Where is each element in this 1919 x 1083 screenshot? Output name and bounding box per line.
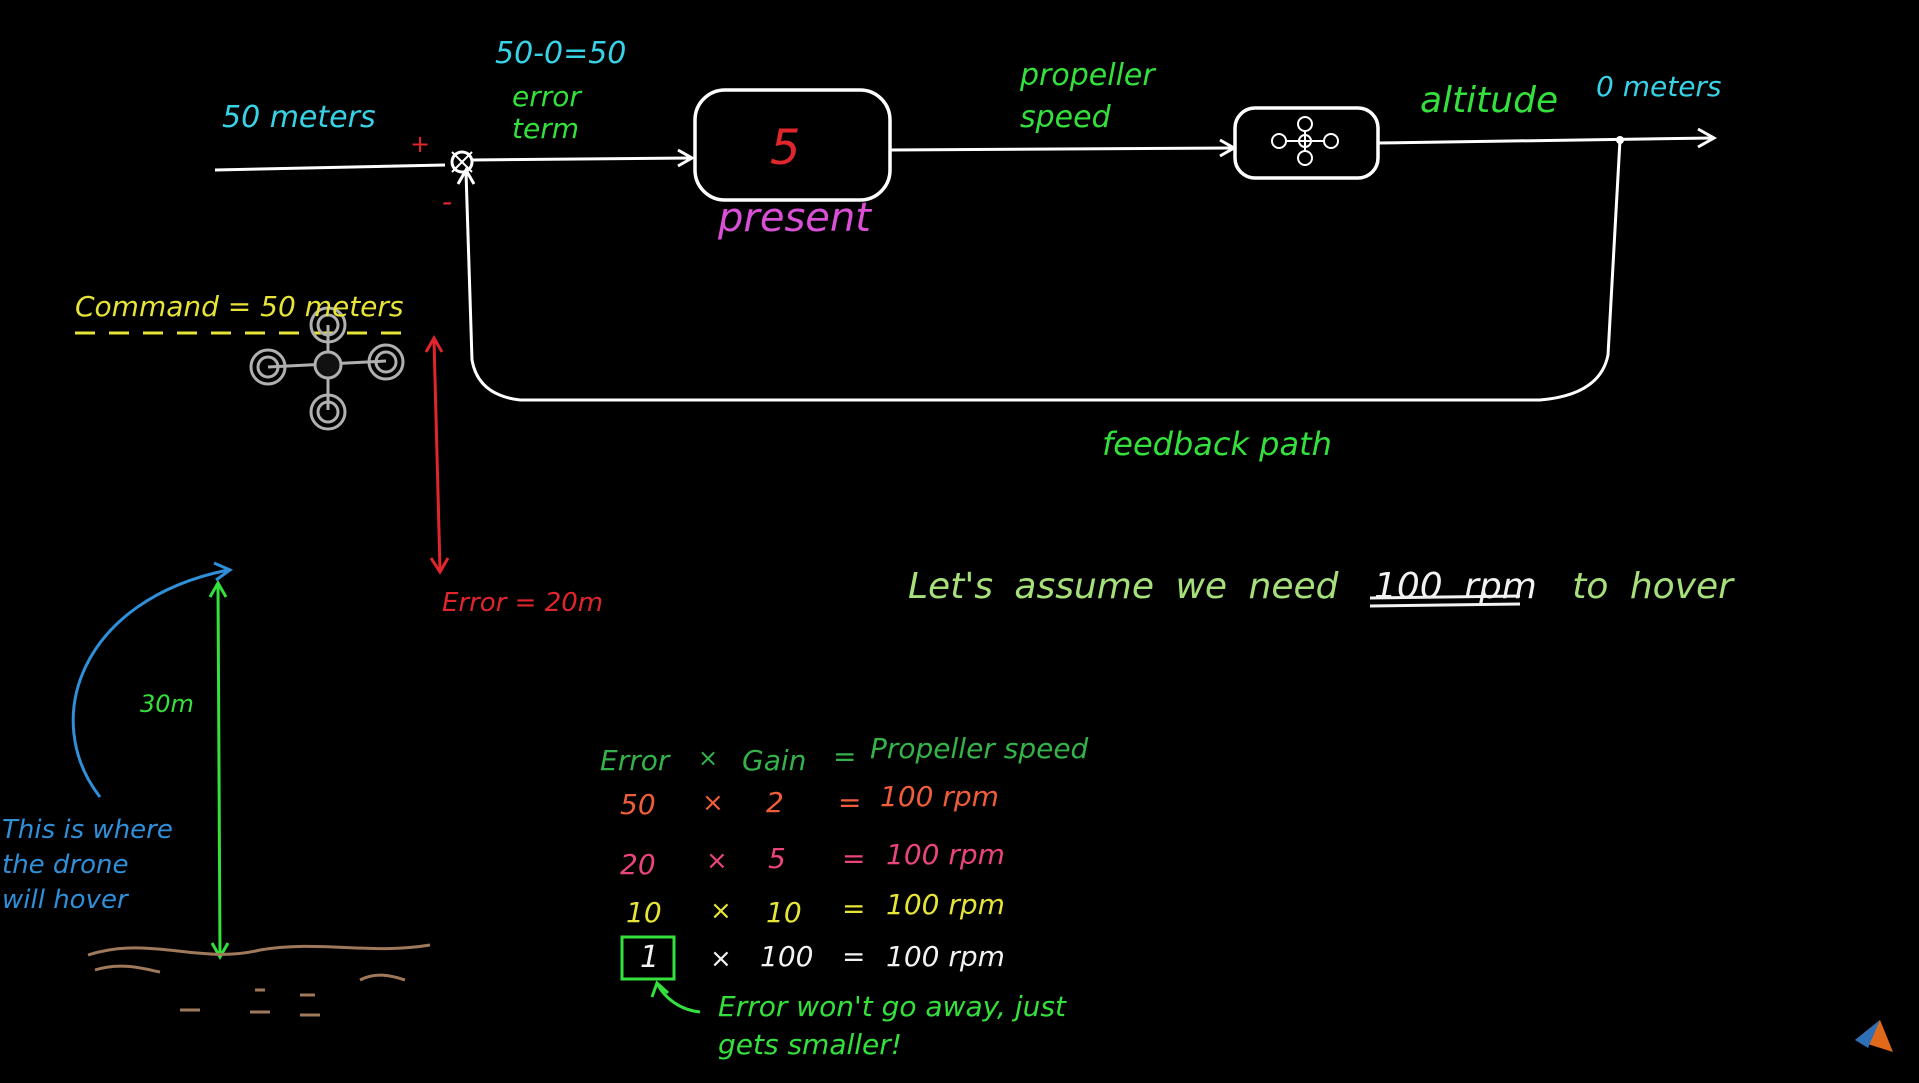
row-3-error: 10 — [626, 896, 662, 929]
error-calc-label: 50-0=50 — [495, 36, 627, 71]
assumption-rpm: 100 rpm — [1373, 566, 1537, 607]
row-1-result: 100 rpm — [880, 780, 999, 813]
error-distance-arrow — [432, 339, 442, 571]
junction-cross — [451, 151, 473, 173]
propeller-line — [889, 146, 1233, 152]
height-arrow-bottom — [210, 942, 230, 961]
error-term-label-1: error — [512, 80, 581, 113]
matlab-logo — [1855, 1020, 1893, 1052]
error-arrow-top — [424, 334, 444, 353]
row-2-error: 20 — [620, 848, 656, 881]
error-term-label-2: term — [512, 112, 579, 145]
input-line — [214, 163, 446, 172]
row-4-eq: = — [842, 940, 866, 973]
row-1-error: 50 — [620, 788, 656, 821]
note-arrowhead — [650, 980, 670, 998]
note-line-2: gets smaller! — [718, 1028, 903, 1061]
note-line-1: Error won't go away, just — [718, 990, 1066, 1023]
table-header-times: × — [698, 744, 719, 772]
error-line — [471, 156, 691, 162]
summing-junction — [450, 150, 474, 174]
plus-sign: + — [410, 130, 431, 158]
hover-curve-arrow — [71, 568, 229, 798]
input-label: 50 meters — [222, 100, 376, 135]
row-2-result: 100 rpm — [886, 838, 1005, 871]
height-arrow — [216, 584, 222, 956]
feedback-line — [464, 139, 1622, 402]
propeller-label-1: propeller — [1020, 58, 1155, 93]
row-1-gain: 2 — [766, 786, 784, 819]
row-2-eq: = — [842, 842, 866, 875]
height-arrow-top — [208, 579, 228, 598]
error-distance-label: Error = 20m — [442, 588, 604, 618]
assumption-sentence: Let's assume we need 100 rpm to hover — [908, 566, 1733, 607]
table-header-gain: Gain — [742, 744, 807, 777]
feedback-arrowhead — [456, 166, 476, 185]
altitude-label: altitude — [1420, 80, 1559, 121]
ground-sketch — [87, 943, 431, 1017]
plant-box — [1233, 106, 1380, 180]
row-2-gain: 5 — [768, 842, 786, 875]
table-header-eq: = — [833, 740, 857, 773]
table-header-error: Error — [600, 744, 670, 777]
row-2-times: × — [706, 846, 728, 876]
rpm-underline — [1369, 594, 1521, 608]
note-arrow — [656, 984, 701, 1014]
output-line — [1377, 136, 1713, 145]
feedback-path-label: feedback path — [1102, 425, 1332, 463]
hover-note-1: This is where — [2, 815, 173, 845]
hover-arrowhead — [213, 561, 234, 582]
hover-note-2: the drone — [2, 850, 129, 880]
height-label: 30m — [140, 690, 194, 718]
error-one-box — [620, 935, 676, 981]
error-arrowhead — [677, 148, 696, 168]
hover-note-3: will hover — [2, 885, 128, 915]
row-1-eq: = — [838, 786, 862, 819]
controller-gain: 5 — [770, 120, 801, 176]
present-label: present — [718, 195, 871, 241]
row-1-times: × — [702, 788, 724, 818]
command-label: Command = 50 meters — [75, 290, 404, 323]
row-3-times: × — [710, 896, 732, 926]
quadcopter-sketch — [249, 306, 405, 431]
row-4-error: 1 — [640, 940, 660, 975]
row-3-eq: = — [842, 892, 866, 925]
table-header-result: Propeller speed — [870, 732, 1089, 765]
output-label: 0 meters — [1596, 70, 1722, 103]
controller-box — [693, 88, 892, 202]
row-4-result: 100 rpm — [886, 940, 1005, 973]
assumption-suffix: to hover — [1572, 566, 1733, 607]
propeller-label-2: speed — [1020, 100, 1111, 135]
row-4-gain: 100 — [760, 940, 814, 973]
plant-drone-icon — [1271, 116, 1339, 166]
error-arrow-bottom — [429, 557, 450, 575]
row-3-result: 100 rpm — [886, 888, 1005, 921]
row-3-gain: 10 — [766, 896, 802, 929]
assumption-prefix: Let's assume we need — [908, 566, 1339, 607]
row-4-times: × — [710, 944, 732, 974]
output-arrowhead — [1697, 127, 1718, 149]
minus-sign: - — [442, 185, 453, 218]
